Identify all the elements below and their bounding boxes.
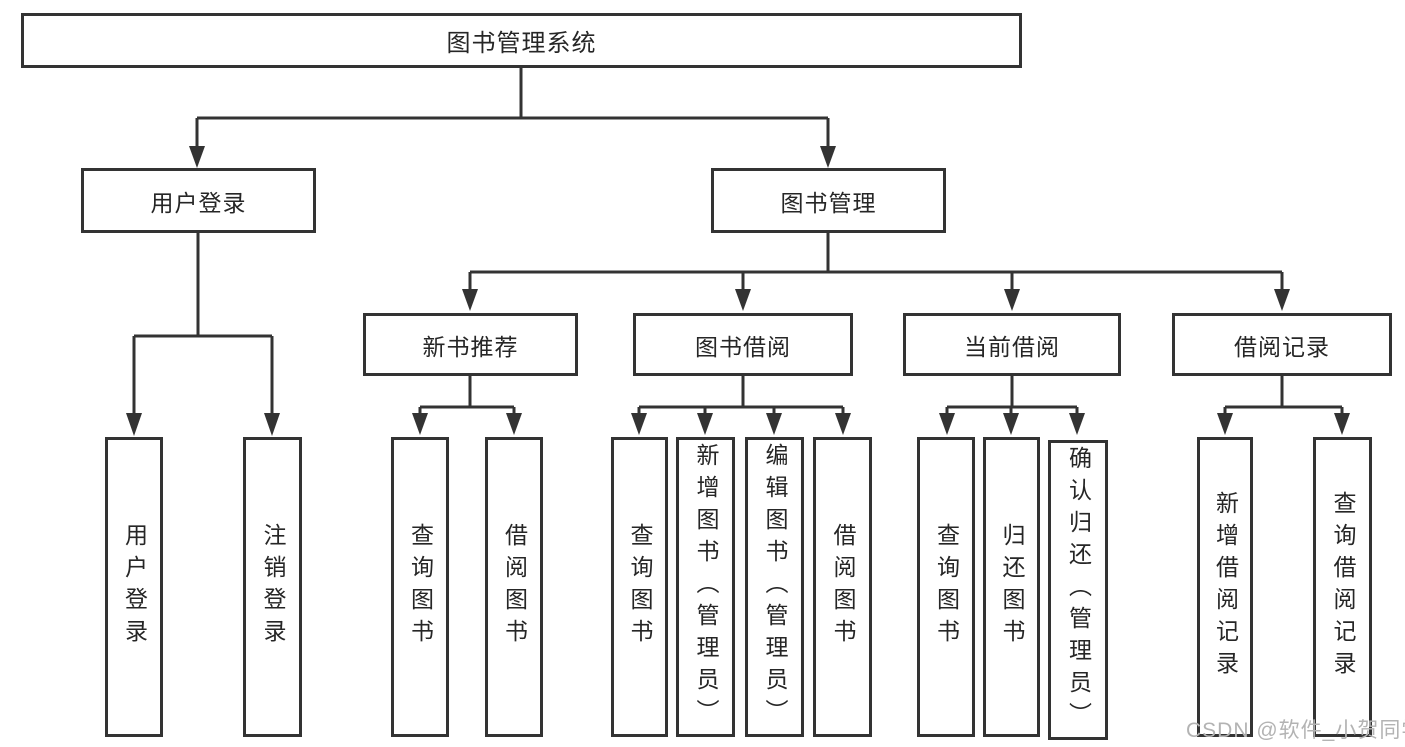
leaf-label: 借阅图书 xyxy=(830,523,856,651)
node-leaf-logout: 注销登录 xyxy=(243,437,302,737)
node-new-book-recommend: 新书推荐 xyxy=(363,313,578,376)
node-user-login: 用户登录 xyxy=(81,168,316,233)
leaf-label: 注销登录 xyxy=(260,523,286,651)
leaf-label: 查询图书 xyxy=(407,523,434,651)
node-book-borrow: 图书借阅 xyxy=(633,313,853,376)
csdn-watermark: CSDN @软件_小贺同学 xyxy=(1186,719,1405,742)
node-leaf-return-book: 归还图书 xyxy=(983,437,1040,737)
node-book-management: 图书管理 xyxy=(711,168,946,233)
node-leaf-borrow-book-2: 借阅图书 xyxy=(813,437,872,737)
node-leaf-edit-book: 编辑图书（管理员） xyxy=(745,437,804,737)
leaf-label: 借阅图书 xyxy=(501,523,528,651)
leaf-label: 新增借阅记录 xyxy=(1212,491,1239,683)
node-root: 图书管理系统 xyxy=(21,13,1022,68)
leaf-label: 新增图书（管理员） xyxy=(693,443,719,731)
leaf-label: 用户登录 xyxy=(121,523,148,651)
node-current-borrow: 当前借阅 xyxy=(903,313,1121,376)
node-leaf-user-login: 用户登录 xyxy=(105,437,163,737)
node-borrow-records: 借阅记录 xyxy=(1172,313,1392,376)
leaf-label: 确认归还（管理员） xyxy=(1065,446,1092,734)
node-leaf-add-book: 新增图书（管理员） xyxy=(676,437,735,737)
leaf-label: 归还图书 xyxy=(999,523,1025,651)
node-leaf-query-book-2: 查询图书 xyxy=(611,437,668,737)
node-leaf-query-book-1: 查询图书 xyxy=(391,437,449,737)
leaf-label: 查询图书 xyxy=(933,523,960,651)
leaf-label: 查询借阅记录 xyxy=(1330,491,1356,683)
node-leaf-query-record: 查询借阅记录 xyxy=(1313,437,1372,737)
leaf-label: 编辑图书（管理员） xyxy=(762,443,788,731)
node-leaf-borrow-book-1: 借阅图书 xyxy=(485,437,543,737)
leaf-label: 查询图书 xyxy=(627,523,653,651)
node-leaf-query-book-3: 查询图书 xyxy=(917,437,975,737)
node-leaf-confirm-return: 确认归还（管理员） xyxy=(1048,440,1108,740)
node-leaf-add-record: 新增借阅记录 xyxy=(1197,437,1253,737)
